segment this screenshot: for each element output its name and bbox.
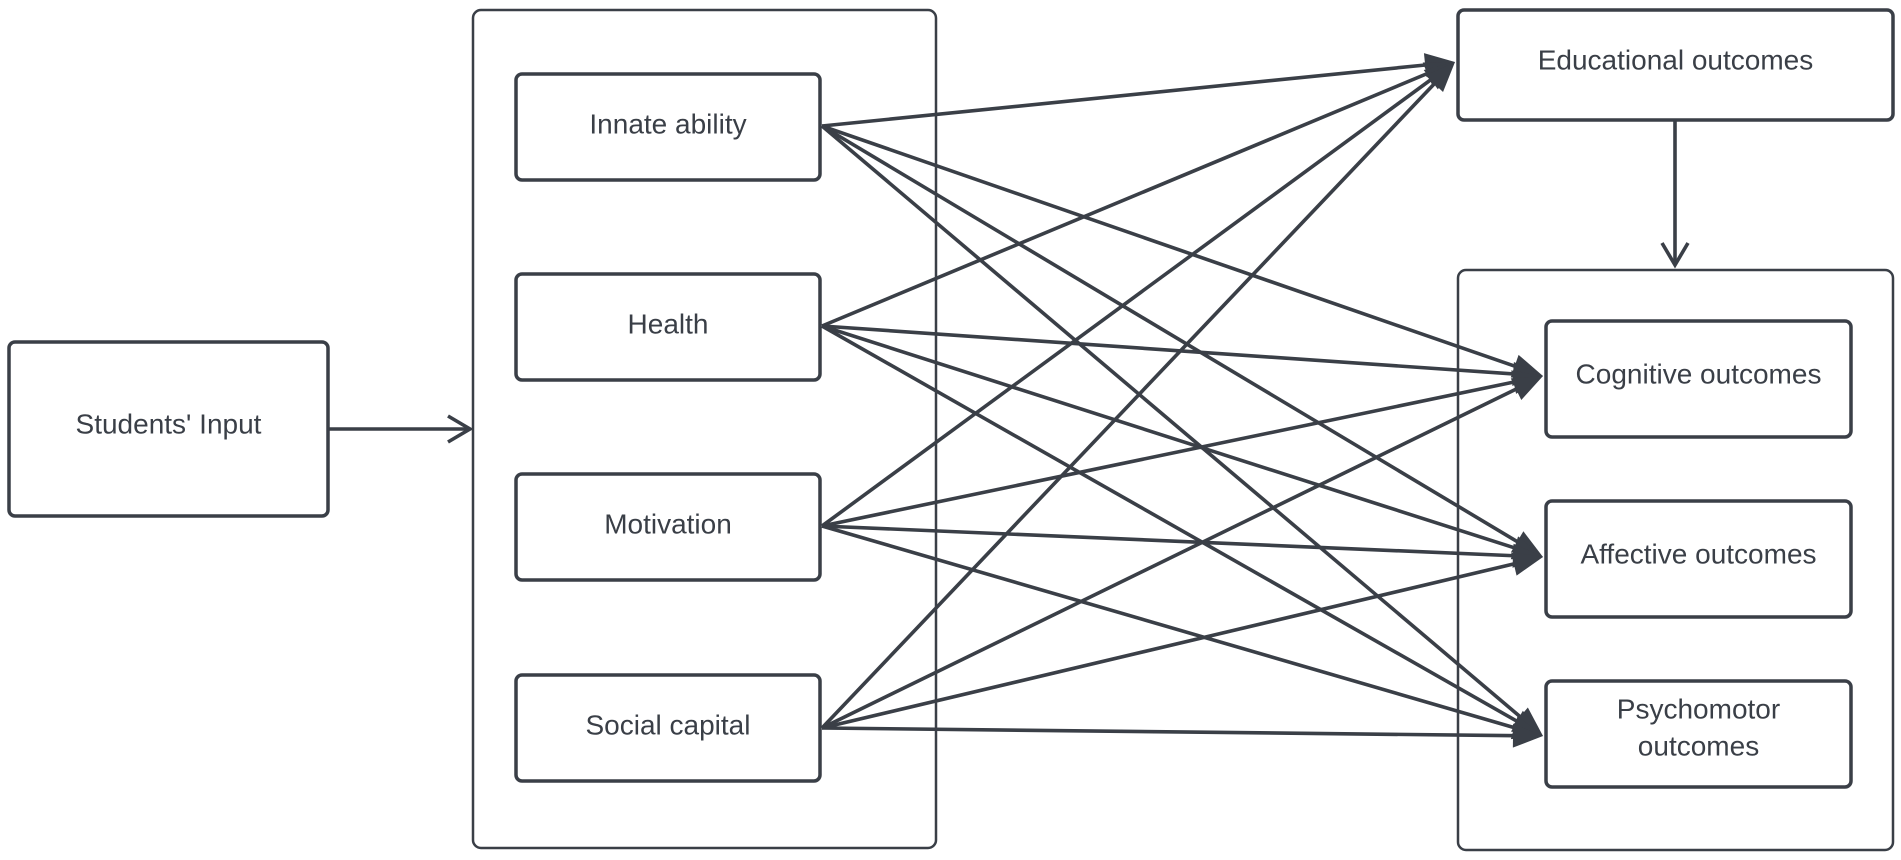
- edge-line: [821, 524, 1518, 558]
- edge-motivation-to-psychomotor-outcomes: [821, 524, 1543, 740]
- edge-innate-ability-to-psychomotor-outcomes: [820, 124, 1543, 736]
- edge-social-capital-to-affective-outcomes: [821, 552, 1543, 730]
- open-arrowhead-icon: [447, 414, 474, 444]
- edge-health-to-affective-outcomes: [821, 324, 1543, 560]
- motivation-node: Motivation: [514, 472, 822, 582]
- edge-line: [821, 324, 1519, 551]
- innate-ability-node: Innate ability: [514, 72, 822, 182]
- edge-line: [821, 726, 1518, 738]
- affective-outcomes-node: Affective outcomes: [1544, 499, 1853, 619]
- edge-line: [820, 75, 1436, 528]
- cognitive-outcomes-node: Cognitive outcomes: [1544, 319, 1853, 439]
- edge-health-to-educational-outcomes: [821, 62, 1455, 328]
- outcomes-group: [1456, 268, 1895, 852]
- edge-line: [821, 385, 1521, 730]
- edge-line: [821, 379, 1518, 528]
- cognitive-outcomes-label: Cognitive outcomes: [1576, 358, 1822, 389]
- edge-students-input-to-input-factors-group: [329, 414, 474, 444]
- edges-layer: [329, 53, 1690, 748]
- edge-line: [821, 524, 1519, 731]
- edge-line: [821, 124, 1520, 370]
- psychomotor-outcomes-label-line1: Psychomotor: [1617, 693, 1780, 724]
- filled-arrowhead-icon: [1512, 723, 1543, 748]
- edge-motivation-to-educational-outcomes: [820, 62, 1455, 528]
- social-capital-node: Social capital: [514, 673, 822, 783]
- filled-arrowhead-icon: [1511, 552, 1543, 576]
- students-input-node: Students' Input: [7, 340, 330, 518]
- psychomotor-outcomes-node: Psychomotor outcomes: [1544, 679, 1853, 789]
- filled-arrowhead-icon: [1425, 62, 1455, 93]
- edge-line: [821, 70, 1432, 328]
- edge-social-capital-to-educational-outcomes: [820, 62, 1455, 730]
- educational-outcomes-label: Educational outcomes: [1538, 44, 1814, 75]
- social-capital-label: Social capital: [586, 709, 751, 740]
- filled-arrowhead-icon: [1510, 376, 1543, 400]
- edge-line: [821, 124, 1522, 546]
- edge-social-capital-to-cognitive-outcomes: [821, 376, 1543, 730]
- health-label: Health: [628, 308, 709, 339]
- edge-line: [821, 324, 1518, 376]
- innate-ability-label: Innate ability: [589, 108, 746, 139]
- edge-line: [820, 79, 1439, 730]
- edge-health-to-cognitive-outcomes: [821, 324, 1543, 386]
- edge-social-capital-to-psychomotor-outcomes: [821, 723, 1543, 748]
- edge-line: [821, 62, 1430, 128]
- students-input-label: Students' Input: [76, 408, 262, 439]
- edge-line: [821, 561, 1519, 730]
- edge-innate-ability-to-affective-outcomes: [821, 124, 1543, 557]
- open-arrowhead-icon: [1660, 242, 1690, 269]
- edge-innate-ability-to-educational-outcomes: [821, 53, 1455, 128]
- edge-educational-outcomes-to-outcomes-group: [1660, 121, 1690, 269]
- edge-line: [820, 124, 1525, 721]
- input-factors-group: [471, 8, 938, 850]
- affective-outcomes-label: Affective outcomes: [1580, 538, 1816, 569]
- health-node: Health: [514, 272, 822, 382]
- motivation-label: Motivation: [604, 508, 732, 539]
- edge-line: [821, 324, 1522, 725]
- psychomotor-outcomes-label-line2: outcomes: [1638, 730, 1759, 761]
- educational-outcomes-node: Educational outcomes: [1456, 8, 1895, 122]
